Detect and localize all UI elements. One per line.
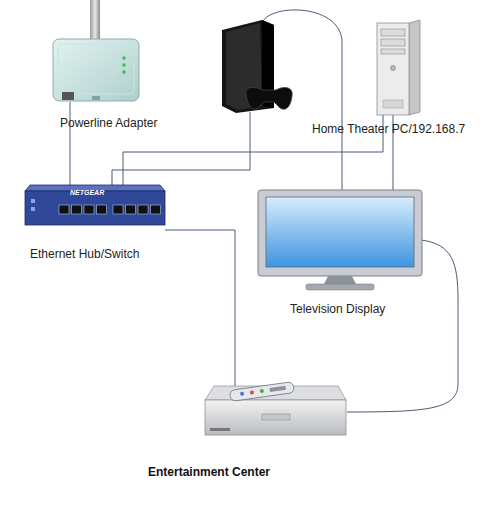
tv-frame bbox=[258, 190, 422, 276]
adapter-button bbox=[92, 96, 100, 100]
drive-bay bbox=[381, 49, 405, 54]
status-led bbox=[122, 56, 126, 60]
box-logo bbox=[210, 428, 230, 431]
status-led bbox=[122, 63, 126, 67]
remote-button bbox=[250, 390, 255, 395]
power-button bbox=[391, 66, 396, 71]
tv-neck bbox=[324, 276, 356, 284]
ethernet-port bbox=[126, 205, 136, 214]
diagram-caption: Entertainment Center bbox=[148, 465, 270, 479]
device-graphic bbox=[375, 20, 421, 115]
ethernet-port bbox=[84, 205, 94, 214]
set-top-box bbox=[205, 382, 346, 435]
television: Television Display bbox=[258, 190, 422, 290]
device-graphic bbox=[258, 190, 422, 290]
tower-side bbox=[409, 20, 420, 115]
ethernet-port bbox=[138, 205, 148, 214]
remote-body bbox=[229, 382, 294, 402]
tower-vent bbox=[383, 100, 403, 108]
adapter-body bbox=[53, 39, 139, 101]
switch-front bbox=[25, 191, 165, 225]
tower-front bbox=[377, 23, 409, 115]
pc-tower: Home Theater PC/192.168.7 bbox=[375, 20, 421, 115]
switch-led bbox=[31, 207, 35, 211]
cable-line bbox=[70, 102, 71, 185]
remote-keys bbox=[270, 386, 286, 392]
box-front bbox=[205, 400, 346, 435]
status-led bbox=[122, 70, 126, 74]
device-label: Television Display bbox=[290, 302, 385, 316]
brand-label: NETGEAR bbox=[70, 189, 104, 196]
tv-base bbox=[306, 284, 374, 290]
network-cable bbox=[70, 102, 71, 185]
device-label: Powerline Adapter bbox=[60, 116, 157, 130]
ethernet-port bbox=[62, 92, 74, 100]
wire bbox=[165, 230, 235, 390]
power-cord bbox=[90, 0, 100, 40]
tv-screen bbox=[266, 197, 414, 267]
ethernet-port bbox=[97, 205, 107, 214]
ethernet-port bbox=[59, 205, 69, 214]
remote-control bbox=[229, 382, 294, 402]
powerline-adapter: Powerline Adapter bbox=[52, 38, 140, 102]
ethernet-port bbox=[151, 205, 161, 214]
ethernet-port bbox=[113, 205, 123, 214]
adapter-bevel bbox=[58, 44, 134, 94]
game-console bbox=[222, 20, 292, 113]
remote-button bbox=[240, 392, 245, 397]
game-controller bbox=[246, 87, 292, 109]
remote-button bbox=[260, 389, 265, 394]
device-label: Home Theater PC/192.168.7 bbox=[312, 122, 465, 136]
device-label: Ethernet Hub/Switch bbox=[30, 247, 139, 261]
box-slot bbox=[262, 414, 290, 420]
drive-bay bbox=[381, 29, 405, 36]
ethernet-port bbox=[72, 205, 82, 214]
drive-bay bbox=[381, 39, 405, 46]
device-graphic bbox=[52, 38, 140, 102]
switch-led bbox=[31, 199, 35, 203]
